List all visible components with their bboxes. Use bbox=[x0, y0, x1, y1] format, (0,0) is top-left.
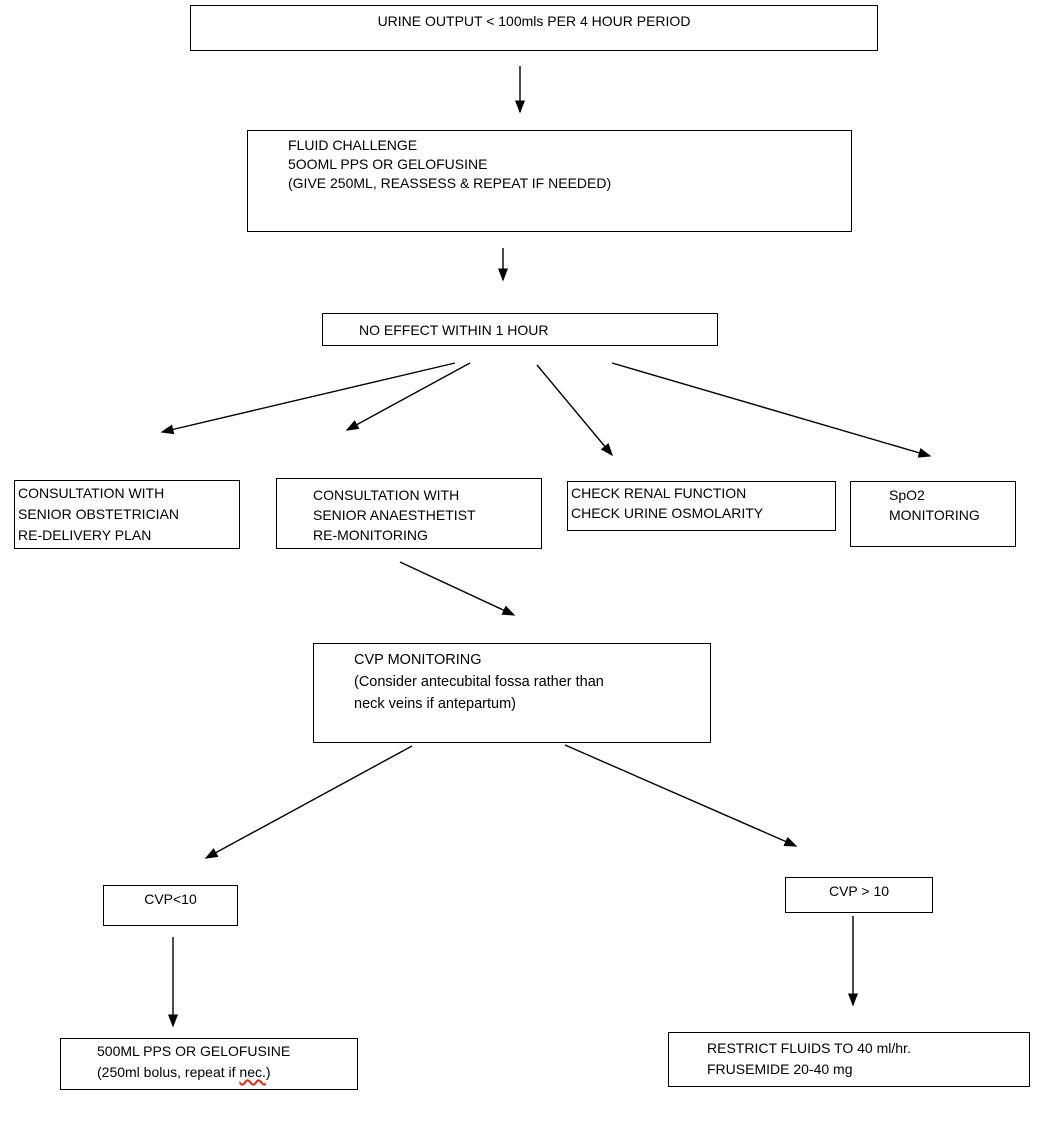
node-line: MONITORING bbox=[889, 507, 980, 523]
node-line: CVP<10 bbox=[144, 891, 197, 907]
node-line: CVP MONITORING bbox=[354, 652, 482, 668]
node-line: 500ML PPS OR GELOFUSINE bbox=[97, 1043, 291, 1059]
node-cvp-low: CVP<10 bbox=[103, 885, 238, 926]
arrow-noeffect-to-spo2 bbox=[611, 362, 932, 458]
arrow-noeffect-to-renal bbox=[536, 364, 613, 457]
node-consult-obstetrician: CONSULTATION WITH SENIOR OBSTETRICIAN RE… bbox=[14, 480, 240, 549]
node-line: SpO2 bbox=[889, 487, 925, 503]
misspelled-word: nec. bbox=[239, 1064, 266, 1080]
node-fluid-500: 500ML PPS OR GELOFUSINE (250ml bolus, re… bbox=[60, 1038, 358, 1090]
node-line: RE-MONITORING bbox=[313, 527, 428, 543]
arrow-cvp-to-cvphigh bbox=[564, 744, 798, 847]
node-restrict-fluids: RESTRICT FLUIDS TO 40 ml/hr. FRUSEMIDE 2… bbox=[668, 1032, 1030, 1087]
node-text-segment: (250ml bolus, repeat if bbox=[97, 1064, 240, 1080]
node-line: RE-DELIVERY PLAN bbox=[18, 527, 152, 543]
node-cvp-high: CVP > 10 bbox=[785, 877, 933, 913]
arrow-noeffect-to-anaesthetist bbox=[345, 362, 471, 431]
node-line: (GIVE 250ML, REASSESS & REPEAT IF NEEDED… bbox=[288, 175, 612, 191]
node-fluid-challenge: FLUID CHALLENGE 5OOML PPS OR GELOFUSINE … bbox=[247, 130, 852, 232]
node-consult-anaesthetist: CONSULTATION WITH SENIOR ANAESTHETIST RE… bbox=[276, 478, 542, 549]
node-line: FRUSEMIDE 20-40 mg bbox=[707, 1061, 853, 1077]
node-line: SENIOR ANAESTHETIST bbox=[313, 507, 476, 523]
node-cvp-monitoring: CVP MONITORING (Consider antecubital fos… bbox=[313, 643, 711, 743]
node-urine-output: URINE OUTPUT < 100mls PER 4 HOUR PERIOD bbox=[190, 5, 878, 51]
node-line: CHECK URINE OSMOLARITY bbox=[571, 505, 764, 521]
arrow-noeffect-to-obstetrician bbox=[160, 362, 456, 435]
node-line: SENIOR OBSTETRICIAN bbox=[18, 506, 180, 522]
node-line: CHECK RENAL FUNCTION bbox=[571, 485, 747, 501]
node-text-segment: ) bbox=[265, 1064, 271, 1080]
node-renal-function: CHECK RENAL FUNCTION CHECK URINE OSMOLAR… bbox=[567, 481, 836, 531]
node-line: 5OOML PPS OR GELOFUSINE bbox=[288, 156, 488, 172]
node-line: (250ml bolus, repeat if nec.) bbox=[97, 1062, 357, 1083]
node-no-effect: NO EFFECT WITHIN 1 HOUR bbox=[322, 313, 718, 346]
node-line: NO EFFECT WITHIN 1 HOUR bbox=[359, 322, 549, 338]
arrow-anaesthetist-to-cvp bbox=[399, 561, 516, 616]
node-line: FLUID CHALLENGE bbox=[288, 137, 418, 153]
arrow-cvp-to-cvplow bbox=[204, 745, 413, 859]
node-line: (Consider antecubital fossa rather than bbox=[354, 674, 604, 690]
node-spo2-monitoring: SpO2 MONITORING bbox=[850, 481, 1016, 547]
node-line: CONSULTATION WITH bbox=[313, 487, 460, 503]
node-line: CONSULTATION WITH bbox=[18, 485, 165, 501]
node-line: CVP > 10 bbox=[828, 883, 890, 899]
node-line: URINE OUTPUT < 100mls PER 4 HOUR PERIOD bbox=[377, 13, 691, 29]
node-line: neck veins if antepartum) bbox=[354, 696, 516, 712]
node-line: RESTRICT FLUIDS TO 40 ml/hr. bbox=[707, 1040, 911, 1056]
